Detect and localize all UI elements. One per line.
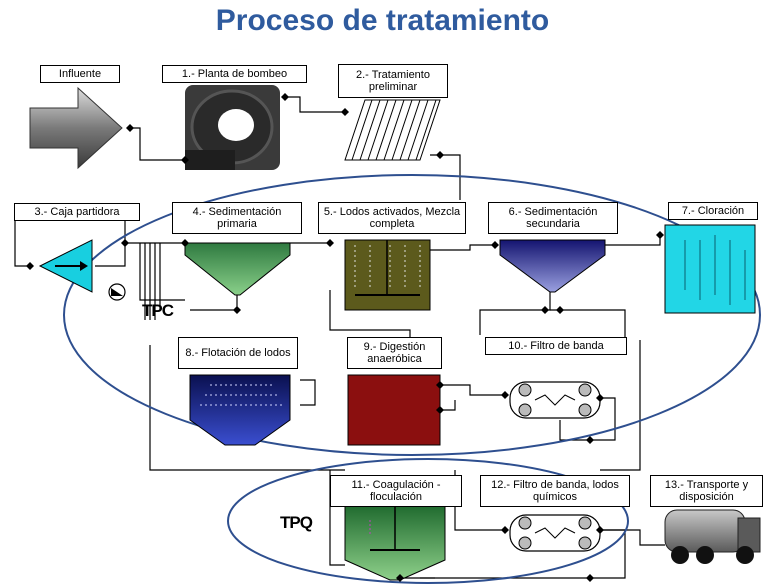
label-lodos-activados: 5.- Lodos activados, Mezcla completa — [318, 202, 466, 234]
digester-tank — [347, 374, 441, 446]
label-coagulacion-floculacion: 11.- Coagulación - floculación — [330, 475, 462, 507]
label-transporte-disposicion: 13.- Transporte y disposición — [650, 475, 763, 507]
influent-arrow-icon — [29, 86, 123, 170]
chlorination-tank — [664, 224, 756, 314]
label-filtro-banda-quimicos: 12.- Filtro de banda, lodos químicos — [480, 475, 630, 507]
truck-icon — [664, 509, 761, 564]
label-sedimentacion-secundaria: 6.- Sedimentación secundaria — [488, 202, 618, 234]
group-label-tpc: TPC — [142, 301, 174, 320]
group-label-tpq: TPQ — [280, 513, 313, 532]
connectors — [26, 93, 664, 582]
label-caja-partidora: 3.- Caja partidora — [14, 203, 140, 221]
label-planta-bombeo: 1.- Planta de bombeo — [162, 65, 307, 83]
label-tratamiento-preliminar: 2.- Tratamiento preliminar — [338, 64, 448, 98]
belt-filter-icon — [509, 381, 601, 419]
label-sedimentacion-primaria: 4.- Sedimentación primaria — [172, 202, 302, 234]
tpc-ellipse — [63, 174, 761, 456]
flotation-tank — [189, 374, 291, 446]
bar-screen-icon — [344, 99, 441, 161]
label-digestion-anaerobica: 9.- Digestión anaeróbica — [347, 337, 442, 369]
primary-clarifier — [184, 242, 291, 296]
coagulation-tank — [344, 504, 446, 581]
activated-sludge-tank — [344, 239, 431, 311]
splitter-box-icon — [38, 239, 93, 293]
belt-filter-chemical-icon — [509, 514, 601, 552]
pump-icon — [185, 85, 280, 170]
label-flotacion-lodos: 8.- Flotación de lodos — [178, 337, 298, 369]
label-filtro-banda: 10.- Filtro de banda — [485, 337, 627, 355]
label-influente: Influente — [40, 65, 120, 83]
valve-icon — [108, 283, 126, 301]
tpq-ellipse — [227, 458, 629, 584]
label-cloracion: 7.- Cloración — [668, 202, 758, 220]
secondary-clarifier — [499, 239, 606, 293]
page-title: Proceso de tratamiento — [215, 4, 550, 37]
